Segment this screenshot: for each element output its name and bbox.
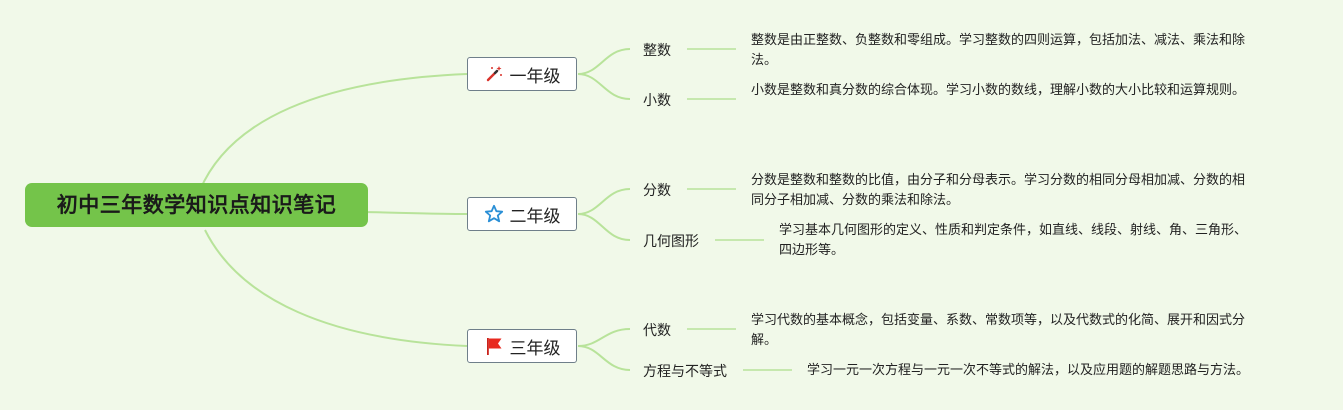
grade-node-3[interactable]: 三年级	[467, 329, 577, 363]
topic-description: 学习基本几何图形的定义、性质和判定条件，如直线、线段、射线、角、三角形、四边形等…	[779, 223, 1248, 258]
topic-label[interactable]: 方程与不等式	[643, 364, 727, 380]
grade-node-1[interactable]: 一年级	[467, 57, 577, 91]
magic-wand-icon	[484, 64, 504, 84]
topic-description: 学习代数的基本概念，包括变量、系数、常数项等，以及代数式的化简、展开和因式分解。	[751, 313, 1246, 348]
link-root-grade1	[199, 73, 468, 191]
star-outline-icon	[484, 204, 504, 224]
link-root-grade2	[364, 211, 468, 215]
red-flag-icon	[484, 336, 504, 356]
link-grade3-topic2	[577, 345, 631, 371]
link-grade2-topic2	[577, 213, 631, 241]
topic-label[interactable]: 几何图形	[643, 234, 699, 250]
topic-label[interactable]: 小数	[643, 93, 671, 109]
topic-description: 小数是整数和真分数的综合体现。学习小数的数线，理解小数的大小比较和运算规则。	[751, 83, 1246, 98]
topic-label[interactable]: 分数	[643, 183, 671, 199]
grade-label-2: 二年级	[509, 206, 561, 227]
link-grade3-topic1	[577, 328, 631, 347]
topic-description: 分数是整数和整数的比值，由分子和分母表示。学习分数的相同分母相加减、分数的相同分…	[751, 173, 1246, 208]
link-grade1-topic2	[577, 73, 631, 100]
topic-description: 整数是由正整数、负整数和零组成。学习整数的四则运算，包括加法、减法、乘法和除法。	[751, 33, 1246, 68]
grade-node-2[interactable]: 二年级	[467, 197, 577, 231]
link-grade1-topic1	[577, 48, 631, 75]
grade-label-3: 三年级	[509, 338, 561, 359]
link-grade2-topic1	[577, 188, 631, 215]
topic-description: 学习一元一次方程与一元一次不等式的解法，以及应用题的解题思路与方法。	[807, 363, 1250, 378]
grade-label-1: 一年级	[509, 66, 561, 87]
link-root-grade3	[204, 229, 468, 347]
root-node[interactable]: 初中三年数学知识点知识笔记	[25, 183, 368, 227]
topic-label[interactable]: 代数	[643, 323, 671, 339]
topic-label[interactable]: 整数	[643, 43, 671, 59]
